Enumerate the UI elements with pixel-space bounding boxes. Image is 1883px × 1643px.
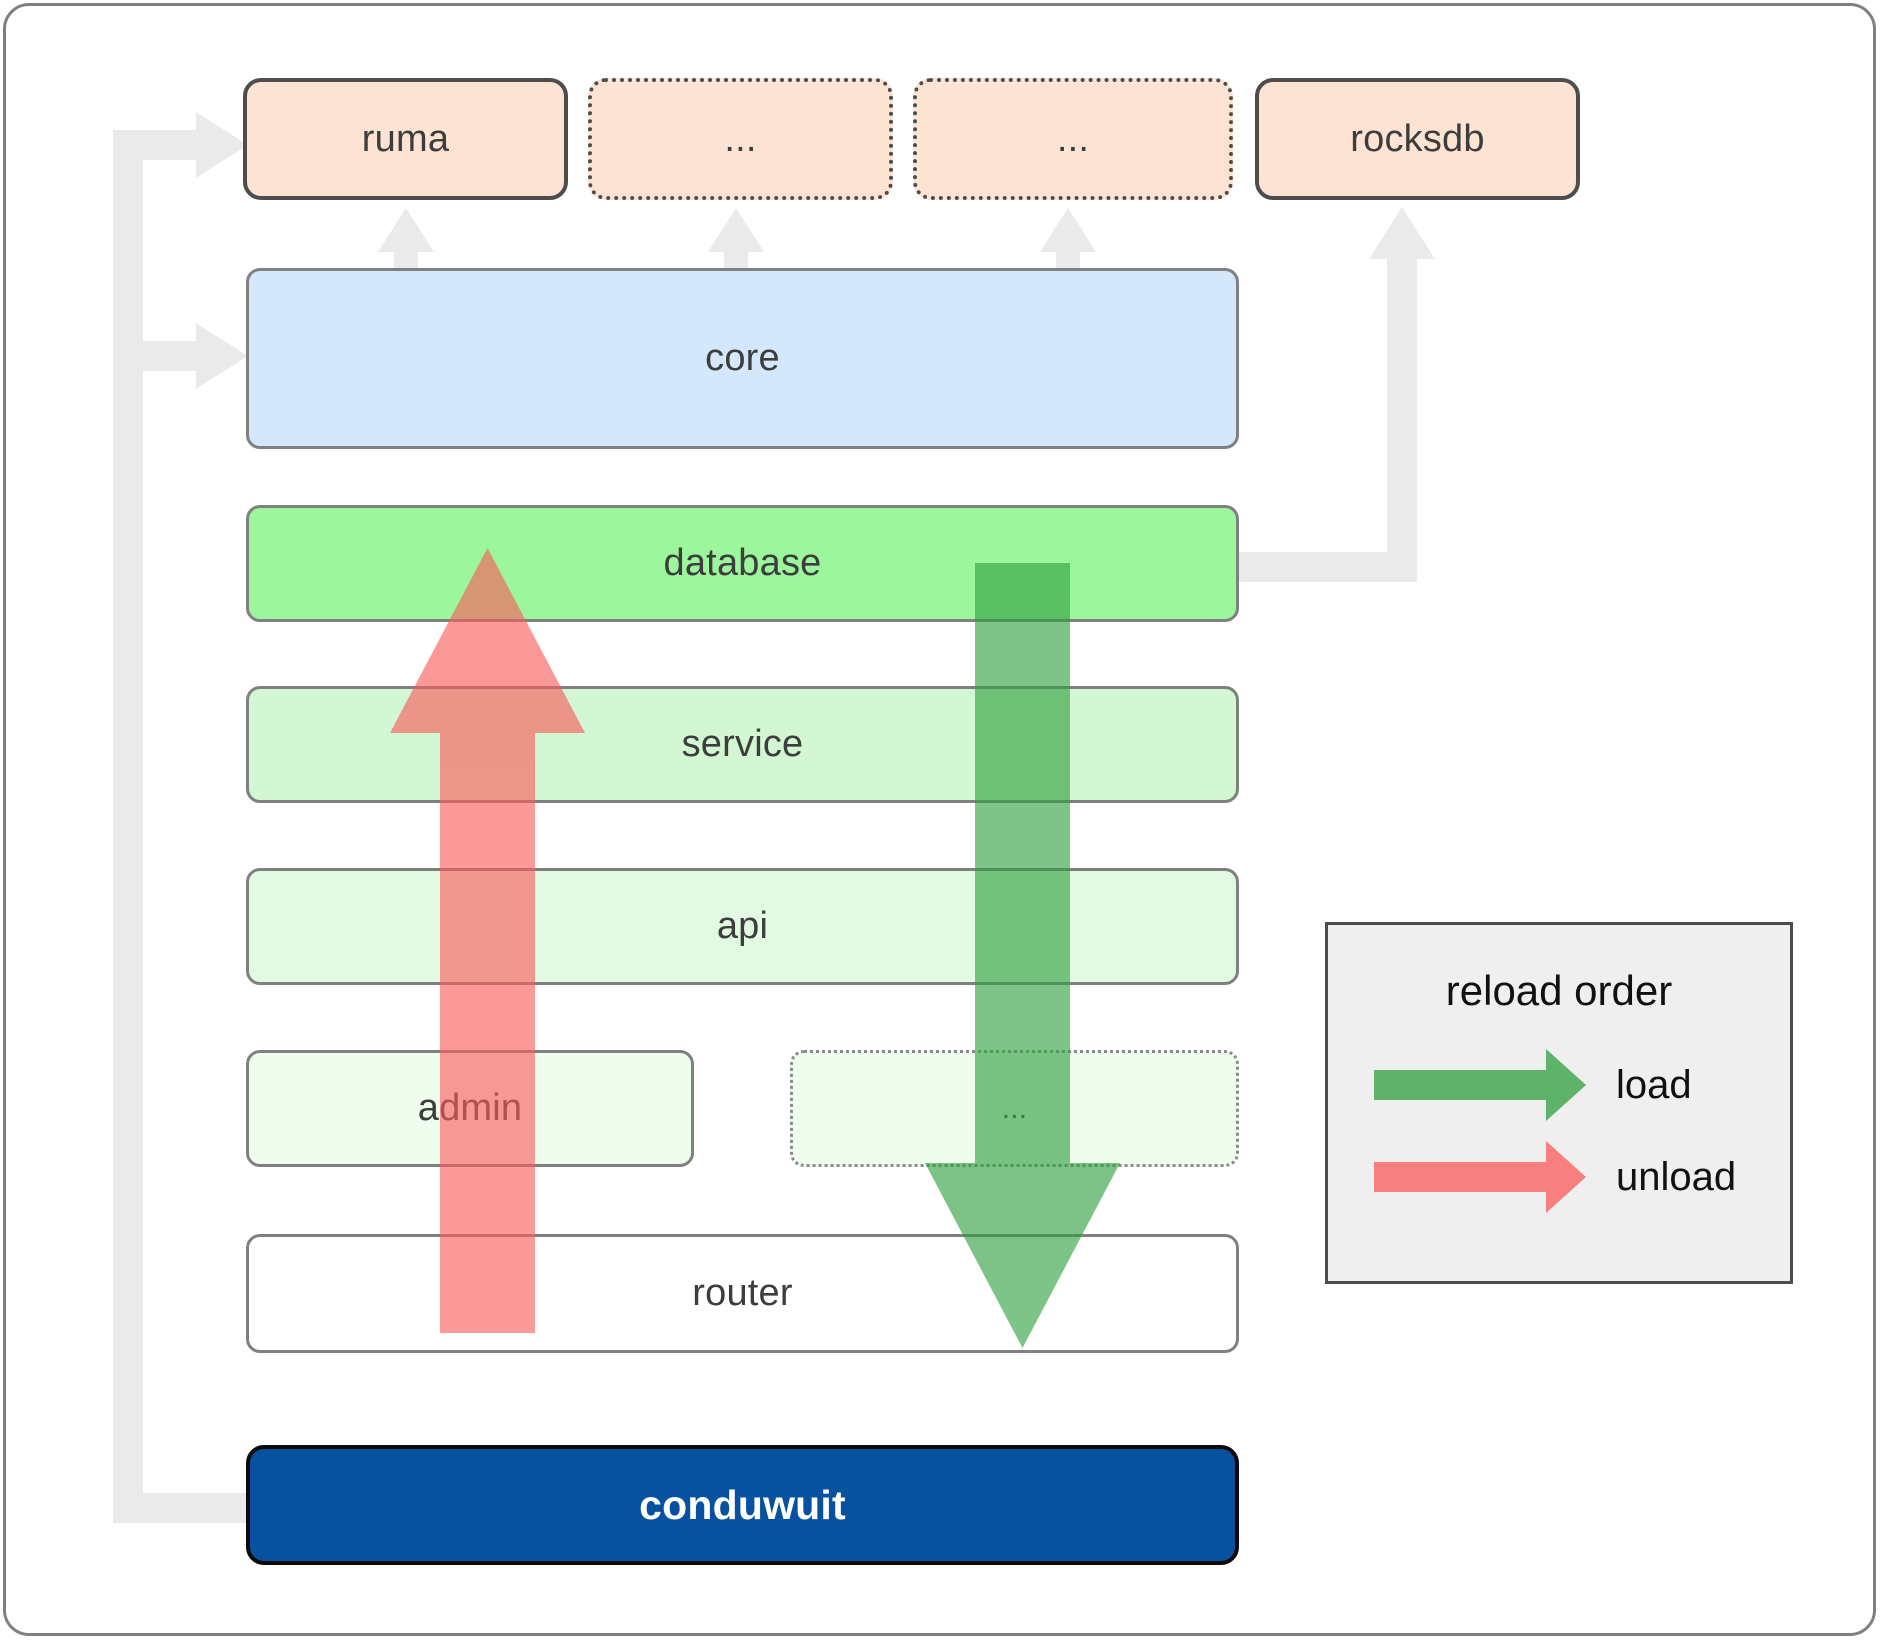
- layer-box-database[interactable]: database: [246, 505, 1239, 622]
- layer-label: ...: [1001, 1091, 1028, 1125]
- connector-arrow-to-rocksdb: [1369, 207, 1435, 267]
- layer-box-router[interactable]: router: [246, 1234, 1239, 1353]
- legend-panel: reload order load unload: [1325, 922, 1793, 1284]
- dependency-box-ellipsis-2[interactable]: ...: [913, 78, 1233, 200]
- connector-arrow-core-to-dots-2: [1040, 208, 1096, 270]
- legend-label-load: load: [1616, 1063, 1692, 1107]
- dependency-label: ...: [724, 117, 757, 160]
- layer-box-ellipsis[interactable]: ...: [790, 1050, 1239, 1167]
- binary-label: conduwuit: [639, 1481, 846, 1528]
- dependency-label: ruma: [361, 117, 450, 160]
- dependency-box-rocksdb[interactable]: rocksdb: [1255, 78, 1580, 200]
- layer-box-service[interactable]: service: [246, 686, 1239, 803]
- dependency-box-ellipsis-1[interactable]: ...: [588, 78, 893, 200]
- legend-label-unload: unload: [1616, 1155, 1737, 1199]
- layer-box-admin[interactable]: admin: [246, 1050, 694, 1167]
- connector-arrow-core-to-dots-1: [708, 208, 764, 270]
- layer-label: router: [692, 1272, 793, 1314]
- layer-box-api[interactable]: api: [246, 868, 1239, 985]
- layer-label: database: [663, 542, 822, 584]
- layer-label: service: [681, 723, 804, 765]
- connector-arrow-core-to-ruma: [378, 208, 434, 270]
- layer-box-core[interactable]: core: [246, 268, 1239, 449]
- binary-box-conduwuit[interactable]: conduwuit: [246, 1445, 1239, 1565]
- dependency-label: ...: [1056, 117, 1090, 160]
- layer-label: core: [705, 337, 780, 379]
- connector-arrow-to-ruma: [113, 112, 248, 178]
- dependency-box-ruma[interactable]: ruma: [243, 78, 568, 200]
- layer-label: admin: [417, 1087, 523, 1129]
- connector-segment-database-right: [1232, 552, 1417, 582]
- layer-label: api: [716, 905, 769, 947]
- connector-arrow-to-core: [113, 323, 248, 389]
- legend-arrow-load: [1374, 1049, 1586, 1121]
- dependency-label: rocksdb: [1350, 117, 1485, 160]
- connector-segment-to-conduwuit: [113, 1493, 253, 1523]
- diagram-frame: [3, 3, 1876, 1636]
- legend-arrow-unload: [1374, 1141, 1586, 1213]
- legend-title: reload order: [1445, 967, 1673, 1014]
- connector-trunk-right: [1387, 258, 1417, 558]
